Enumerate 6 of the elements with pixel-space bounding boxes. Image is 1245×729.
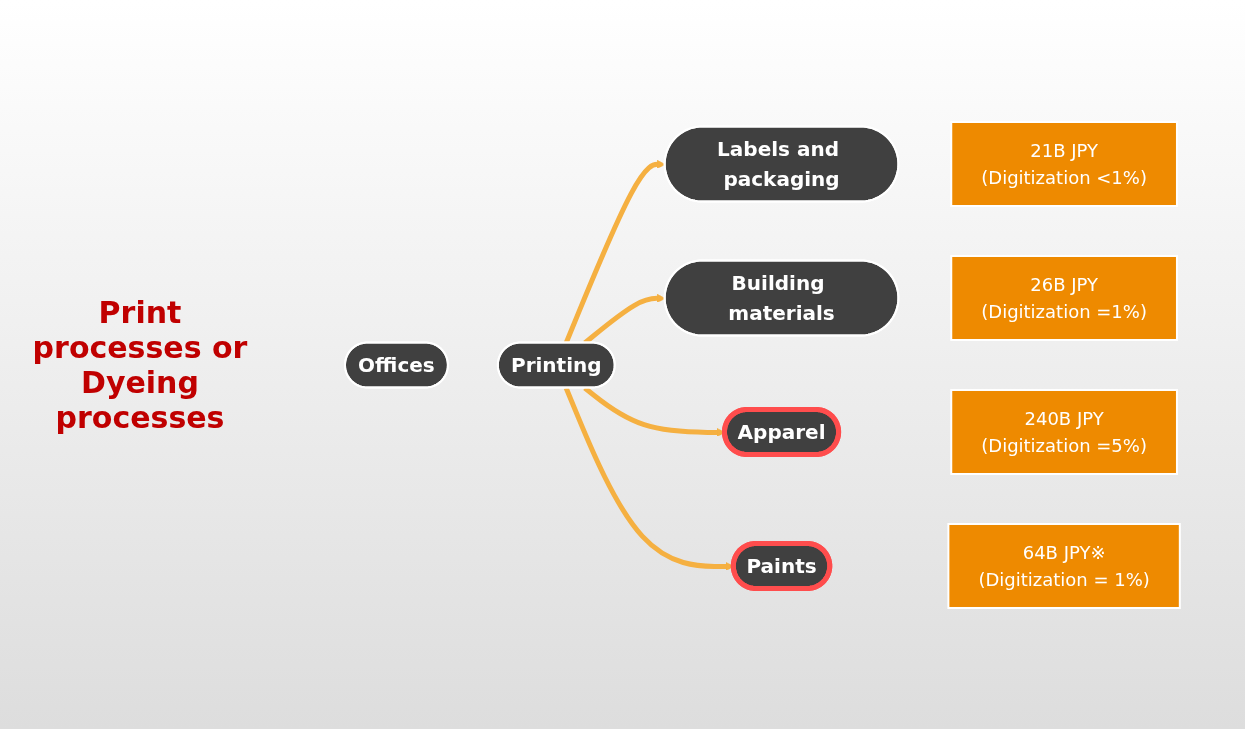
node-box: 21B JPY (Digitization <1%) — [950, 120, 1179, 207]
node-box: 240B JPY (Digitization =5%) — [950, 388, 1179, 475]
node-box: 26B JPY (Digitization =1%) — [950, 254, 1179, 341]
arrow — [563, 159, 666, 344]
node-box: 64B JPY※ (Digitization = 1%) — [947, 522, 1181, 609]
process-note: Print processes or Dyeing processes — [31, 294, 249, 435]
